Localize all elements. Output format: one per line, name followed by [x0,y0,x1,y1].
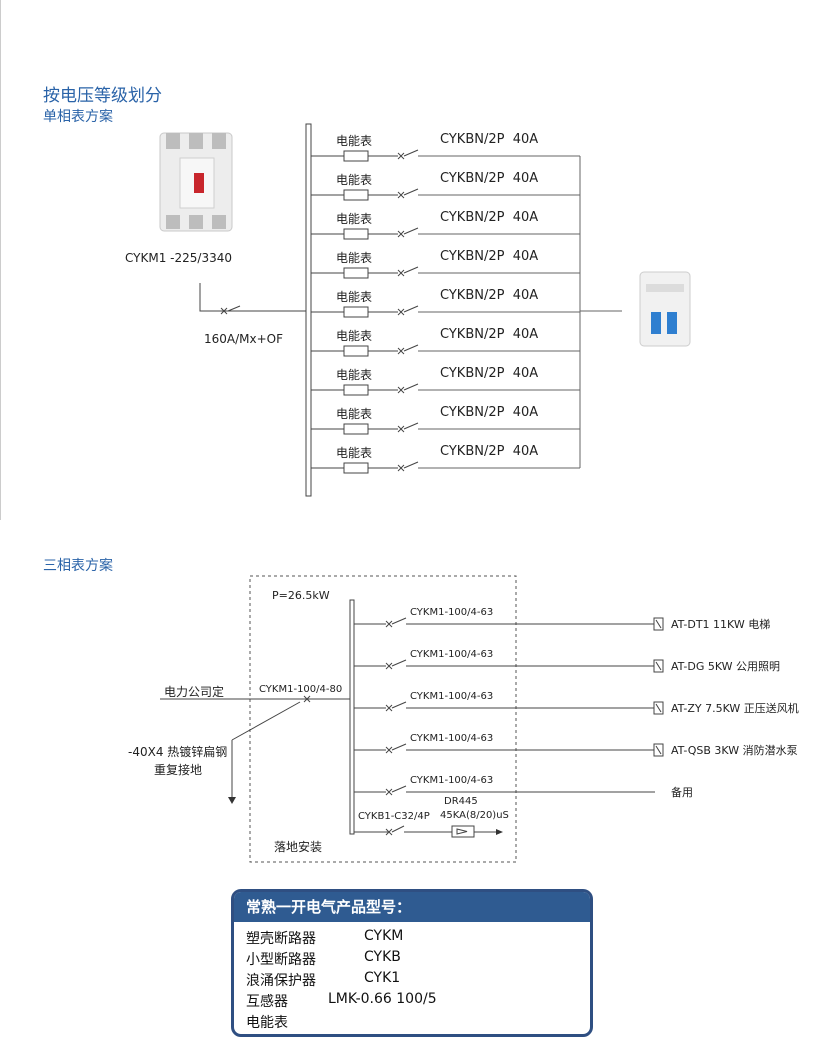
legend-title: 常熟一开电气产品型号： [234,892,590,922]
feeder-load-label: AT-ZY 7.5KW 正压送风机 [671,702,799,715]
feeder-breaker-label: CYKM1-100/4-63 [410,607,494,618]
feeder-circuit [354,617,664,631]
single-phase-busbar [305,123,312,497]
feeder-circuit [354,743,664,757]
meter-label: 电能表 [336,290,373,304]
meter-label: 电能表 [336,446,373,460]
feeder-circuit [354,785,655,796]
branch-circuit [311,305,580,318]
product-model-legend: 常熟一开电气产品型号： 塑壳断路器 CYKM 小型断路器 CYKB 浪涌保护器 CYK… [231,889,593,1037]
branch-breaker-label: CYKBN/2P 40A [440,444,539,459]
legend-row-value: CYKB [364,949,401,965]
meter-label: 电能表 [336,329,373,343]
feeder-load-label: AT-DT1 11KW 电梯 [671,618,771,631]
branch-breaker-label: CYKBN/2P 40A [440,405,539,420]
legend-row-name: 小型断路器 [246,952,316,968]
main-breaker-x [220,305,241,315]
meter-label: 电能表 [336,134,373,148]
meter-label: 电能表 [336,212,373,226]
branch-breaker-label: CYKBN/2P 40A [440,171,539,186]
branch-circuit [311,227,580,240]
legend-row-name: 互感器 [246,994,288,1010]
feeder-circuit [354,701,664,715]
main-breaker-rating: 160A/Mx+OF [204,332,284,346]
mcb-device-image [639,271,691,347]
branch-circuit [311,461,580,474]
feeder-load-label: 备用 [671,786,693,799]
tp-main-breaker-x [303,695,311,703]
install-label: 落地安装 [274,840,323,854]
branch-breaker-label: CYKBN/2P 40A [440,210,539,225]
ground-label-2: 重复接地 [154,763,203,777]
three-phase-title: 三相表方案 [43,558,113,574]
supply-label: 电力公司定 [164,685,225,699]
branch-circuit [311,188,580,201]
branch-circuit [311,422,580,435]
spd-symbol [451,825,475,838]
legend-row-name: 浪涌保护器 [246,973,316,989]
spd-breaker-x [385,825,405,836]
meter-label: 电能表 [336,407,373,421]
tp-main-breaker-label: CYKM1-100/4-80 [259,684,343,695]
ground-label-1: -40X4 热镀锌扁钢 [128,745,228,759]
branch-circuit [311,383,580,396]
meter-label: 电能表 [336,368,373,382]
branch-breaker-label: CYKBN/2P 40A [440,288,539,303]
spd-label-2: 45KA(8/20)uS [440,810,509,821]
three-phase-diagram [160,575,664,863]
single-phase-diagram [0,0,691,520]
three-phase-busbar [349,599,355,835]
feeder-breaker-label: CYKM1-100/4-63 [410,775,494,786]
single-phase-title: 单相表方案 [43,109,113,125]
page-heading: 按电压等级划分 [43,86,162,106]
spd-breaker-label: CYKB1-C32/4P [358,811,430,822]
branch-breaker-label: CYKBN/2P 40A [440,132,539,147]
feeder-load-label: AT-QSB 3KW 消防潜水泵 [671,744,798,757]
branch-circuit [311,266,580,279]
branch-breaker-label: CYKBN/2P 40A [440,249,539,264]
main-breaker-model: CYKM1 -225/3340 [125,251,232,265]
legend-row-name: 电能表 [246,1015,288,1031]
spd-arrow-icon [496,829,503,835]
legend-row-value: CYKM [364,928,404,944]
ground-arrow-icon [228,797,236,804]
mccb-device-image [159,132,233,232]
feeder-breaker-label: CYKM1-100/4-63 [410,649,494,660]
feeder-circuit [354,659,664,673]
cabinet-dashed-frame [249,575,517,863]
legend-row-value: CYK1 [364,970,401,986]
feeder-load-label: AT-DG 5KW 公用照明 [671,660,781,673]
meter-label: 电能表 [336,173,373,187]
spd-label-1: DR445 [444,796,478,807]
branch-circuit [311,344,580,357]
legend-row-value: LMK-0.66 100/5 [328,991,437,1007]
meter-label: 电能表 [336,251,373,265]
branch-breaker-label: CYKBN/2P 40A [440,327,539,342]
feeder-breaker-label: CYKM1-100/4-63 [410,733,494,744]
branch-circuit [311,149,580,162]
power-label: P=26.5kW [272,589,330,602]
legend-row-name: 塑壳断路器 [246,931,316,947]
branch-breaker-label: CYKBN/2P 40A [440,366,539,381]
feeder-breaker-label: CYKM1-100/4-63 [410,691,494,702]
